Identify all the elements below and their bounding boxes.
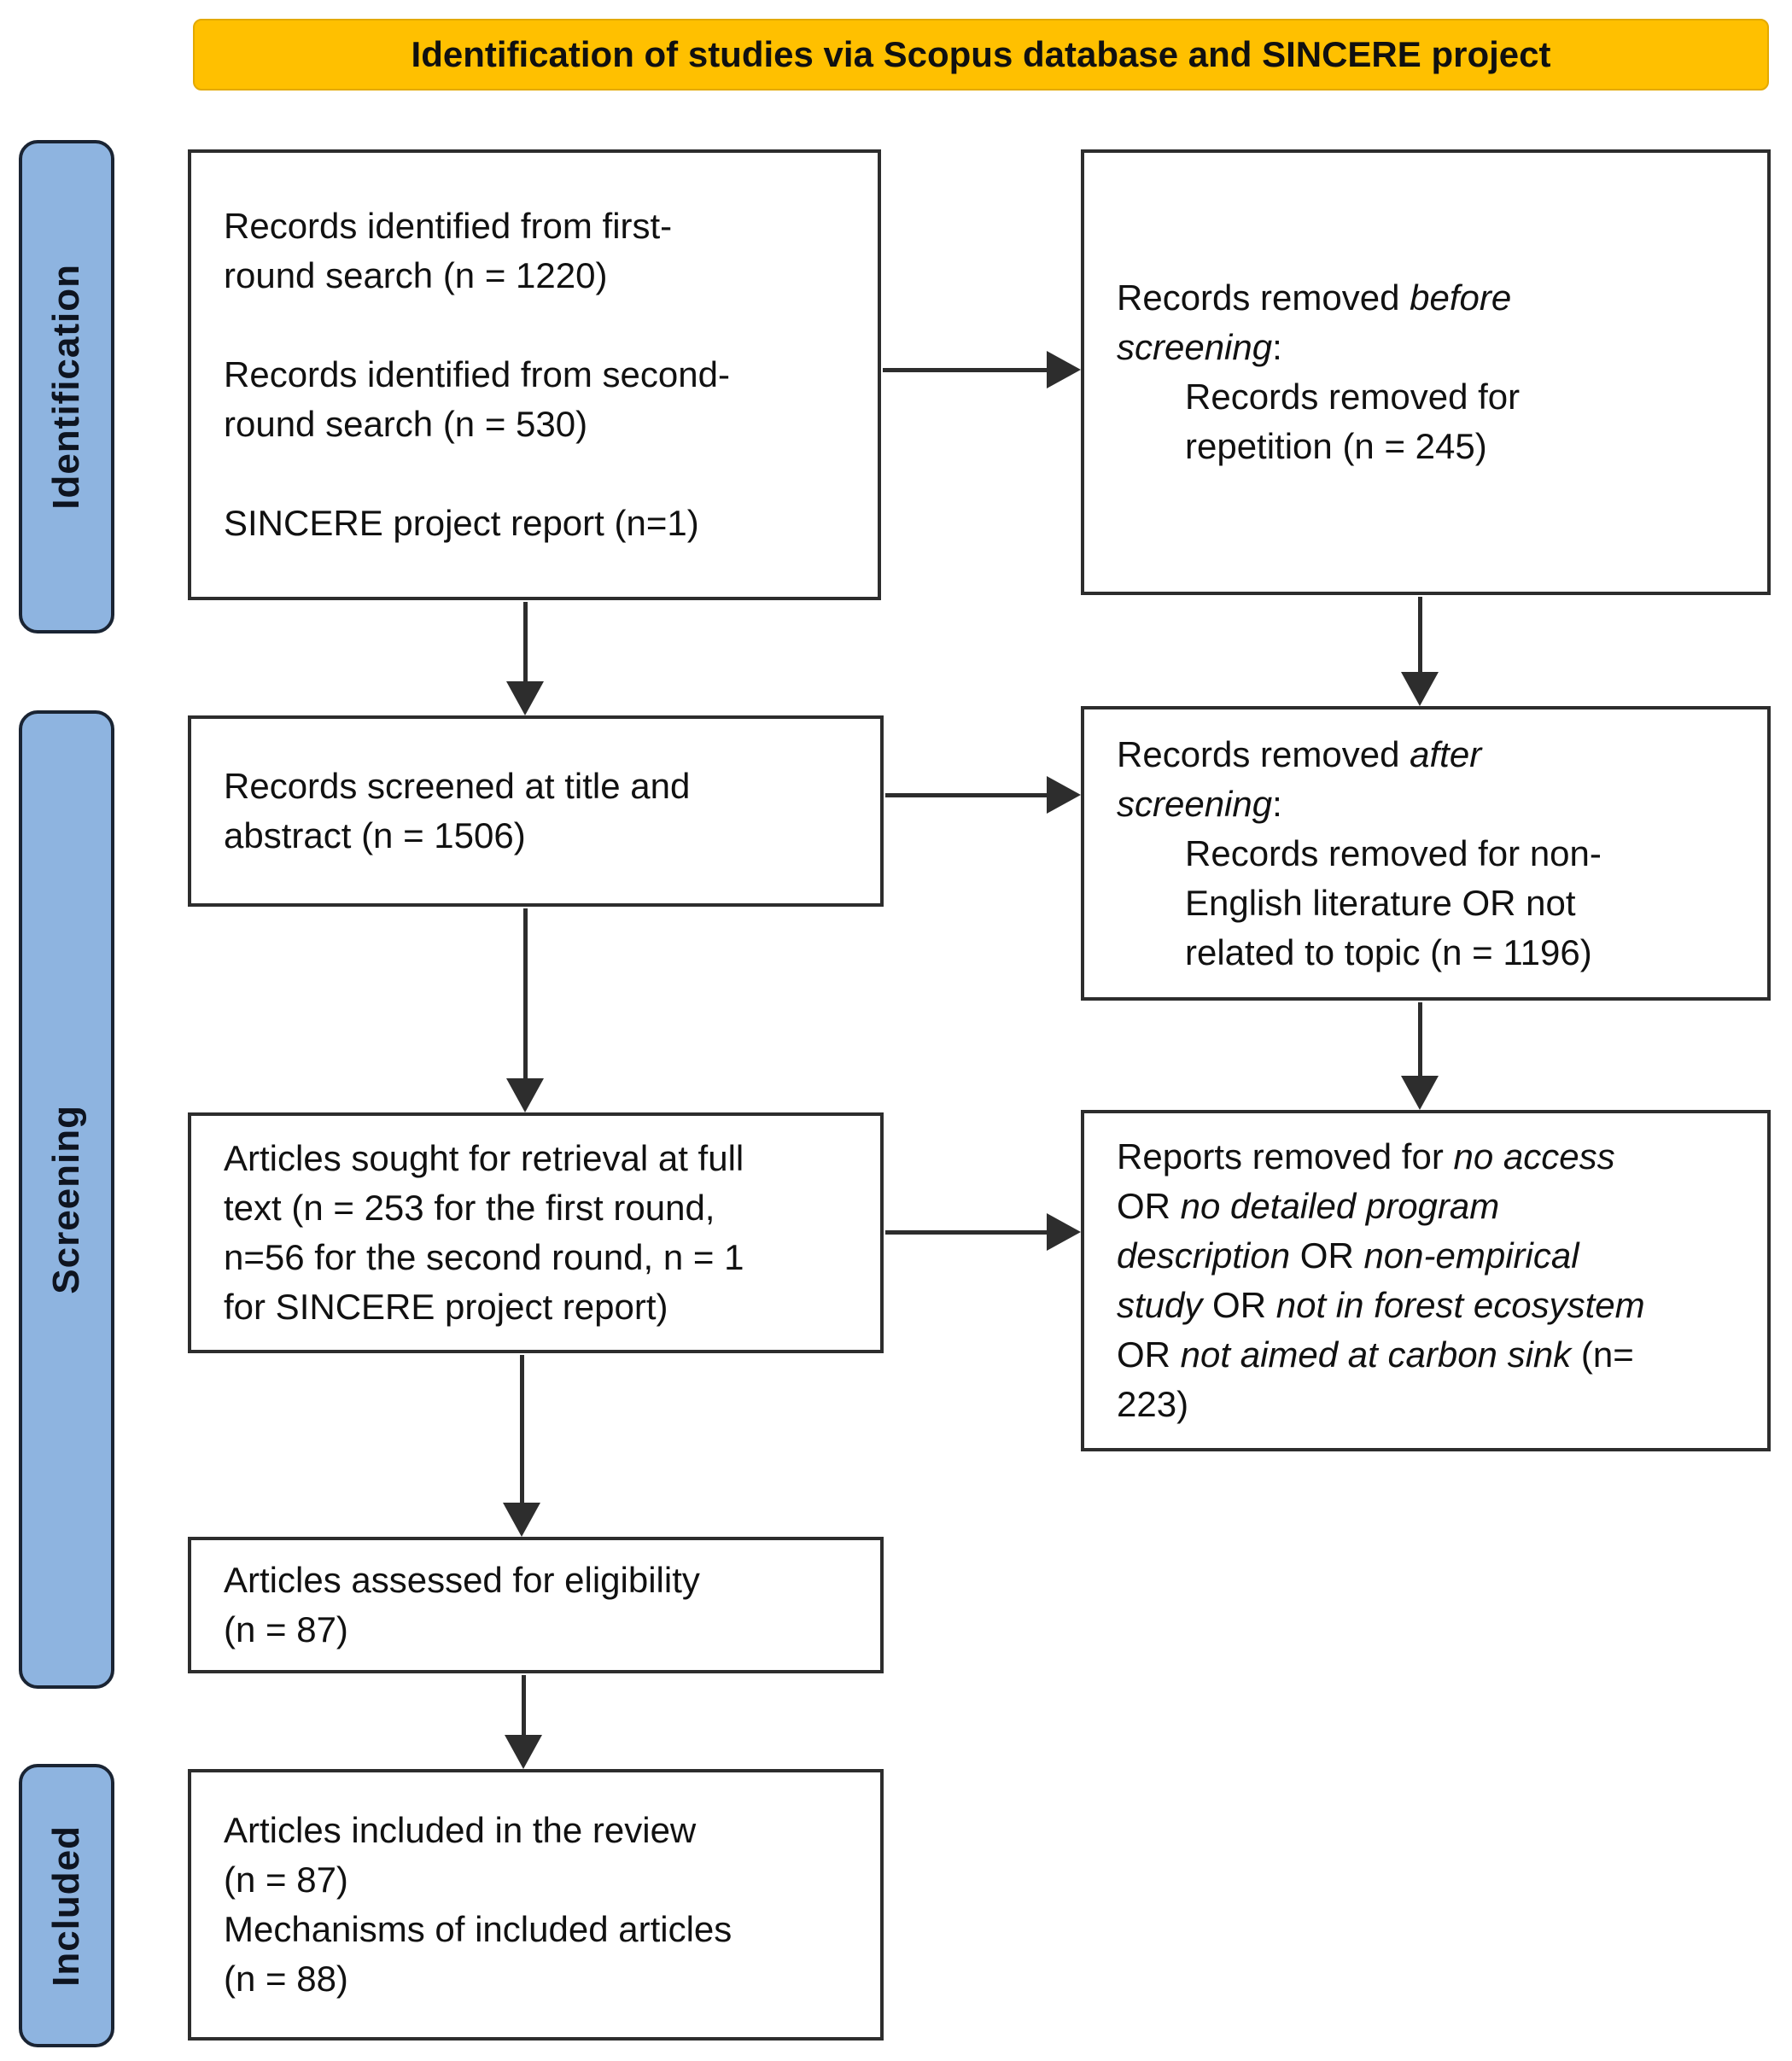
diagram-title: Identification of studies via Scopus dat… [411, 34, 1551, 74]
stage-pill-screening: Screening [19, 710, 114, 1689]
box-articles-assessed: Articles assessed for eligibility(n = 87… [188, 1537, 884, 1673]
stage-label-identification: Identification [45, 264, 87, 510]
diagram-title-banner: Identification of studies via Scopus dat… [193, 19, 1769, 90]
stage-label-included: Included [45, 1825, 87, 1987]
box-articles-included: Articles included in the review(n = 87)M… [188, 1769, 884, 2041]
stage-pill-identification: Identification [19, 140, 114, 633]
stage-label-screening: Screening [45, 1105, 87, 1294]
stage-pill-included: Included [19, 1764, 114, 2047]
box-records-identified: Records identified from first-round sear… [188, 149, 881, 600]
